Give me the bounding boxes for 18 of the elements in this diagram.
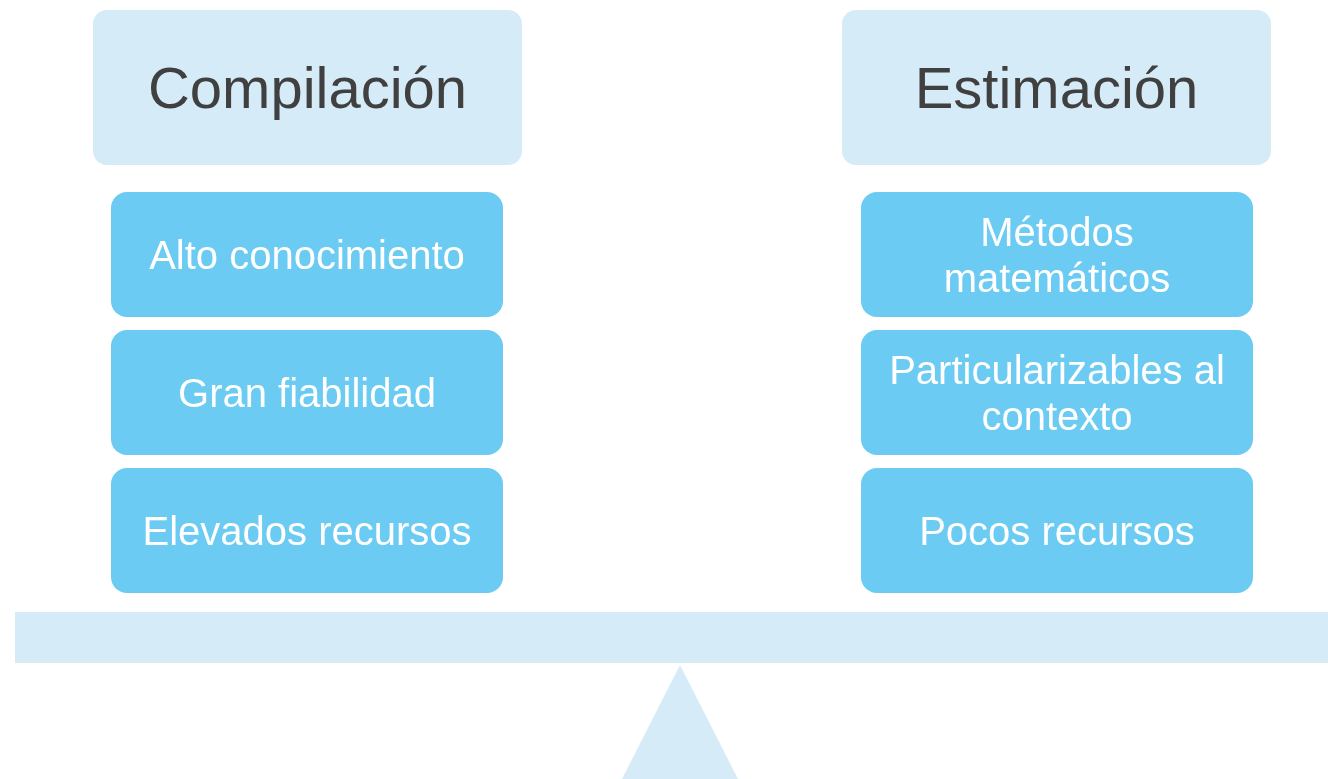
feature-card [861,468,1253,593]
category-card [842,10,1271,165]
feature-card [861,330,1253,455]
feature-card [111,192,503,317]
fulcrum-triangle [622,665,738,779]
feature-text: Métodos matemáticos [942,208,1172,301]
feature-text: Gran fiabilidad [178,369,436,416]
category-title: Compilación [147,54,468,121]
feature-card [111,330,503,455]
feature-card [861,192,1253,317]
category-title: Estimación [914,54,1199,121]
feature-text: Pocos recursos [919,507,1195,554]
feature-text: Alto conocimiento [149,231,465,278]
feature-text: Elevados recursos [142,507,472,554]
feature-card [111,468,503,593]
balance-beam [15,612,1328,663]
feature-text: Particularizables al contexto [888,346,1226,439]
category-card [93,10,522,165]
